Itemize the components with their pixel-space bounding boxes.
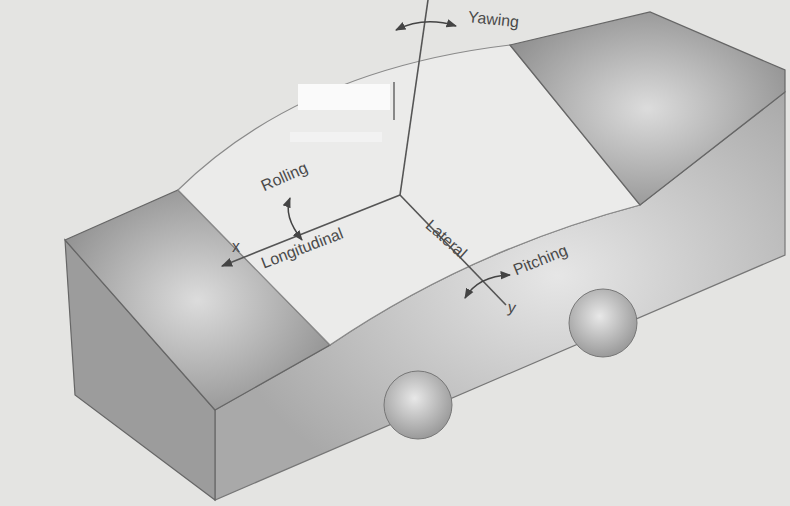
roll-arrow [288,198,302,240]
axis-letter: x [232,238,240,256]
axis-label: Lateral [422,216,470,262]
vertical-axis [400,0,428,195]
axis-label: Longitudinal [259,225,346,272]
front-wheel [384,371,452,439]
pin-mark [393,82,395,120]
blank-patch [298,84,390,110]
blank-patch [290,132,382,142]
rotation-label: Rolling [258,159,310,195]
pitch-arrow [465,275,510,298]
axis-letter: y [506,298,517,317]
rotation-label: Pitching [511,241,570,279]
rear-wheel [569,289,637,357]
lateral-axis [400,195,506,305]
longitudinal-axis [222,195,400,266]
rotation-label: Yawing [467,8,520,31]
car-rear-deck [510,12,785,205]
yaw-arrow [396,22,456,30]
